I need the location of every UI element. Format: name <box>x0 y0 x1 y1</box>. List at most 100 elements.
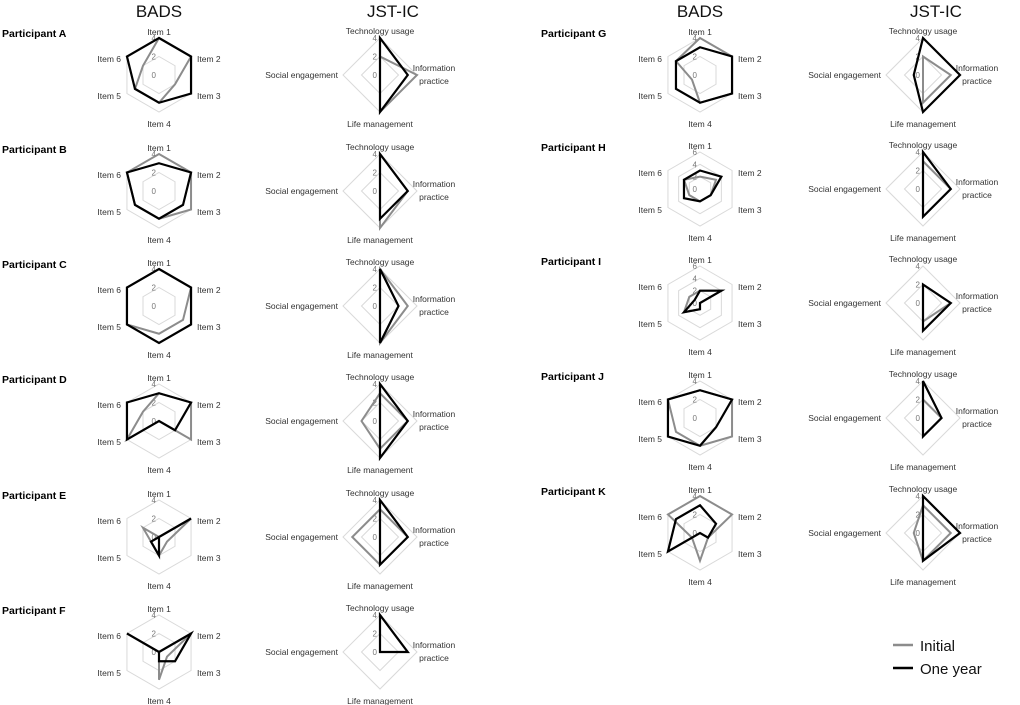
tick-label: 6 <box>693 262 698 271</box>
axis-label-life-management: Life management <box>890 577 956 587</box>
axis-label-item-2: Item 2 <box>197 54 221 64</box>
axis-label-item-2: Item 2 <box>197 285 221 295</box>
tick-label: 4 <box>152 611 157 620</box>
grid-ring <box>885 265 961 341</box>
axis-label-item-2: Item 2 <box>738 512 762 522</box>
axis-label-item-6: Item 6 <box>638 54 662 64</box>
axis-label-item-4: Item 4 <box>147 581 171 591</box>
axis-label-item-2: Item 2 <box>738 282 762 292</box>
axis-label-item-2: Item 2 <box>197 631 221 641</box>
axis-label-item-3: Item 3 <box>197 437 221 447</box>
tick-label: 2 <box>916 167 921 176</box>
series-one-year <box>681 289 726 314</box>
tick-label: 2 <box>152 53 157 62</box>
series-one-year <box>674 46 734 104</box>
axis-label-item-3: Item 3 <box>197 91 221 101</box>
axis-label-information: Information <box>413 409 456 419</box>
series-one-year <box>149 517 192 560</box>
axis-label-social-engagement: Social engagement <box>265 532 338 542</box>
axis-label-item-1: Item 1 <box>688 370 712 380</box>
tick-label: 0 <box>916 185 921 194</box>
axis-label-item-5: Item 5 <box>97 91 121 101</box>
tick-label: 2 <box>373 515 378 524</box>
tick-label: 0 <box>152 187 157 196</box>
axis-label-item-1: Item 1 <box>147 258 171 268</box>
axis-label-item-4: Item 4 <box>147 119 171 129</box>
tick-label: 4 <box>373 496 378 505</box>
tick-label: 4 <box>693 492 698 501</box>
axis-label-life-management: Life management <box>890 347 956 357</box>
axis-label-information: Information <box>413 63 456 73</box>
axis-label-social-engagement: Social engagement <box>265 186 338 196</box>
axis-label-item-5: Item 5 <box>638 434 662 444</box>
axis-label-life-management: Life management <box>890 119 956 129</box>
grid-ring <box>683 398 717 438</box>
grid-ring <box>885 151 961 227</box>
axis-label-item-5: Item 5 <box>97 322 121 332</box>
axis-label-item-4: Item 4 <box>688 577 712 587</box>
series-one-year <box>378 34 410 116</box>
tick-label: 4 <box>152 150 157 159</box>
axis-label-item-6: Item 6 <box>97 516 121 526</box>
axis-label-item-4: Item 4 <box>688 462 712 472</box>
legend-label-one-year: One year <box>920 661 982 678</box>
series-one-year <box>378 496 410 568</box>
grid-ring <box>667 151 733 227</box>
participant-label: Participant G <box>541 28 606 40</box>
header-bads-left: BADS <box>136 2 182 21</box>
axis-label-life-management: Life management <box>347 465 413 475</box>
axis-label-life-management: Life management <box>890 462 956 472</box>
tick-label: 0 <box>152 648 157 657</box>
grid-ring <box>126 268 192 344</box>
tick-label: 0 <box>693 299 698 308</box>
tick-label: 0 <box>916 529 921 538</box>
participant-label: Participant D <box>2 374 67 386</box>
series-one-year <box>378 611 410 654</box>
axis-label-life-management: Life management <box>890 233 956 243</box>
participant-label: Participant C <box>2 259 67 271</box>
tick-label: 0 <box>373 648 378 657</box>
tick-label: 2 <box>916 281 921 290</box>
series-one-year <box>378 380 410 462</box>
axis-label-technology-usage: Technology usage <box>346 603 415 613</box>
tick-label: 4 <box>916 492 921 501</box>
tick-label: 2 <box>373 53 378 62</box>
axis-label-practice: practice <box>962 190 992 200</box>
axis-label-information: Information <box>956 291 999 301</box>
axis-label-information: Information <box>956 406 999 416</box>
tick-label: 4 <box>693 377 698 386</box>
series-initial <box>360 391 410 451</box>
axis-label-item-5: Item 5 <box>97 437 121 447</box>
axis-label-item-5: Item 5 <box>97 207 121 217</box>
tick-label: 2 <box>152 284 157 293</box>
tick-label: 0 <box>373 187 378 196</box>
axis-label-practice: practice <box>419 422 449 432</box>
axis-label-technology-usage: Technology usage <box>889 26 958 36</box>
axis-label-item-2: Item 2 <box>197 516 221 526</box>
axis-label-item-1: Item 1 <box>147 27 171 37</box>
grid-ring <box>126 153 192 229</box>
axis-label-information: Information <box>413 179 456 189</box>
tick-label: 0 <box>152 417 157 426</box>
axis-label-technology-usage: Technology usage <box>889 369 958 379</box>
axis-label-item-1: Item 1 <box>147 143 171 153</box>
axis-label-item-6: Item 6 <box>638 282 662 292</box>
axis-label-technology-usage: Technology usage <box>889 254 958 264</box>
axis-label-item-2: Item 2 <box>738 397 762 407</box>
tick-label: 2 <box>152 399 157 408</box>
